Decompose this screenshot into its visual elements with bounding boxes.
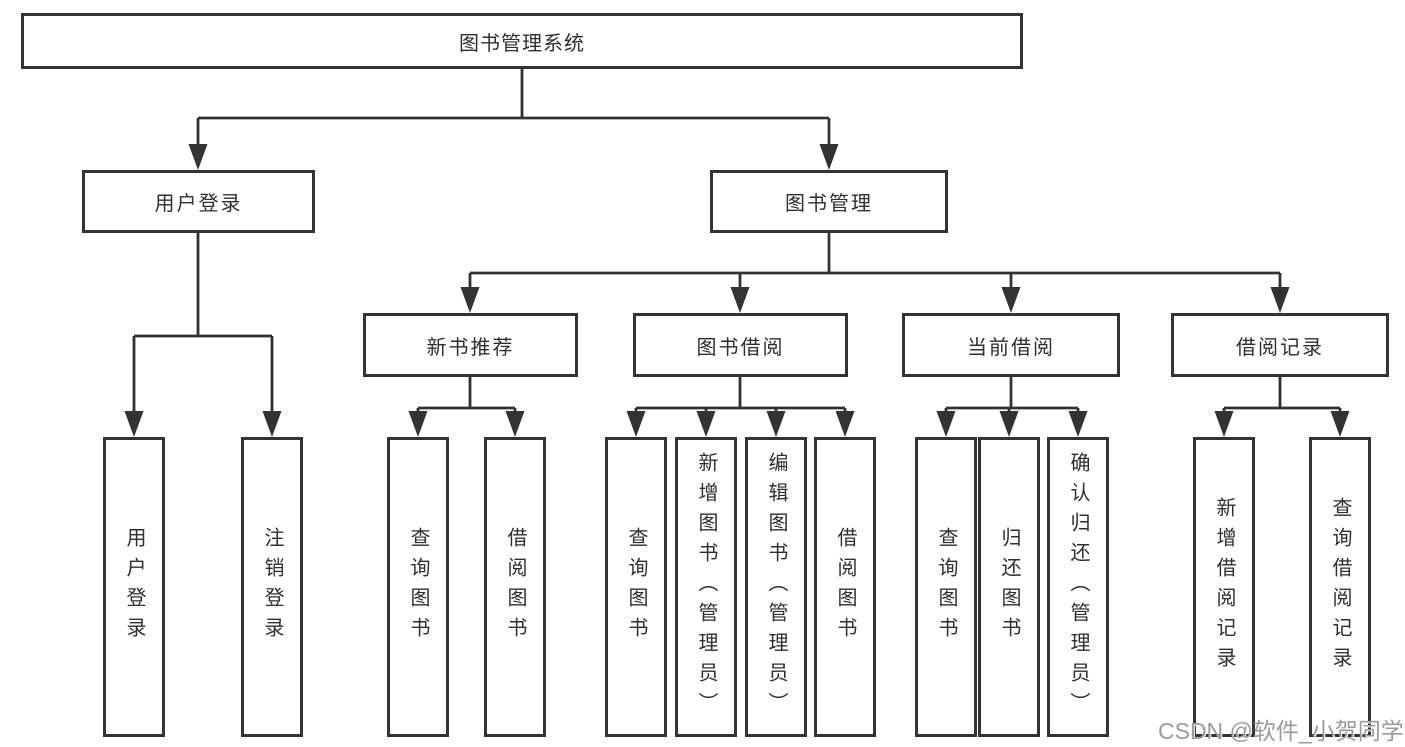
leaf-current-query-books-label: 查询图书 (935, 527, 957, 647)
node-new-book-recommend-label: 新书推荐 (426, 336, 515, 359)
leaf-records-query-borrow-record-label: 查询借阅记录 (1329, 497, 1351, 677)
leaf-logout-label: 注销登录 (261, 527, 283, 647)
node-user-login-label: 用户登录 (154, 193, 243, 215)
node-root-label: 图书管理系统 (459, 32, 585, 55)
leaf-borrowing-borrow-books: 借阅图书 (814, 437, 876, 737)
leaf-borrowing-add-books-admin-label: 新增图书（管理员） (695, 452, 717, 722)
leaf-borrowing-query-books: 查询图书 (605, 437, 667, 737)
leaf-borrowing-edit-books-admin-label: 编辑图书（管理员） (765, 452, 787, 722)
leaf-user-login: 用户登录 (103, 437, 165, 737)
node-new-book-recommend: 新书推荐 (363, 313, 578, 377)
leaf-newbooks-borrow-books-label: 借阅图书 (504, 527, 526, 647)
leaf-borrowing-query-books-label: 查询图书 (625, 527, 647, 647)
node-book-management-label: 图书管理 (785, 193, 873, 215)
leaf-newbooks-query-books: 查询图书 (387, 437, 449, 737)
node-current-borrowing-label: 当前借阅 (967, 336, 1055, 359)
leaf-newbooks-query-books-label: 查询图书 (407, 527, 429, 647)
csdn-watermark: CSDN @软件_小贺同学 (1158, 718, 1404, 744)
node-root: 图书管理系统 (21, 13, 1023, 69)
leaf-current-return-books: 归还图书 (978, 437, 1040, 737)
leaf-current-confirm-return-admin: 确认归还（管理员） (1047, 437, 1109, 737)
node-book-borrowing: 图书借阅 (633, 313, 848, 377)
leaf-records-add-borrow-record-label: 新增借阅记录 (1213, 497, 1235, 677)
node-user-login: 用户登录 (82, 170, 315, 233)
leaf-user-login-label: 用户登录 (123, 527, 145, 647)
leaf-current-confirm-return-admin-label: 确认归还（管理员） (1067, 452, 1089, 722)
leaf-current-query-books: 查询图书 (915, 437, 977, 737)
node-book-borrowing-label: 图书借阅 (696, 336, 785, 359)
node-borrowing-records-label: 借阅记录 (1236, 336, 1324, 359)
leaf-borrowing-edit-books-admin: 编辑图书（管理员） (745, 437, 807, 737)
leaf-borrowing-borrow-books-label: 借阅图书 (834, 527, 856, 647)
leaf-borrowing-add-books-admin: 新增图书（管理员） (675, 437, 737, 737)
leaf-logout: 注销登录 (241, 437, 303, 737)
leaf-current-return-books-label: 归还图书 (998, 527, 1020, 647)
leaf-records-query-borrow-record: 查询借阅记录 (1309, 437, 1371, 737)
leaf-records-add-borrow-record: 新增借阅记录 (1193, 437, 1255, 737)
leaf-newbooks-borrow-books: 借阅图书 (484, 437, 546, 737)
node-book-management: 图书管理 (710, 170, 948, 233)
node-current-borrowing: 当前借阅 (902, 313, 1120, 377)
node-borrowing-records: 借阅记录 (1171, 313, 1389, 377)
